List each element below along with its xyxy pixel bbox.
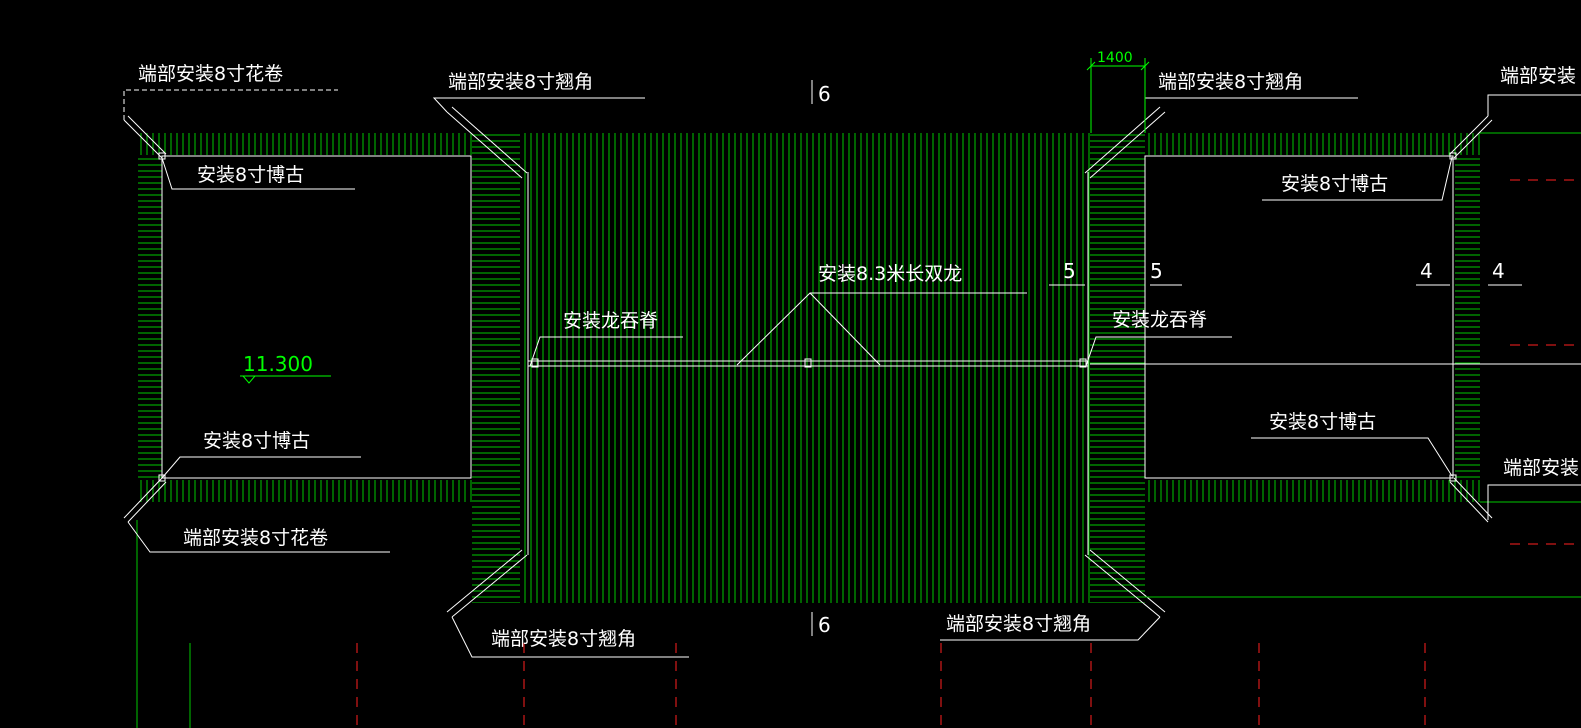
section-mark-6-bottom: 6 [818, 613, 831, 637]
label-right-longtunji: 安装龙吞脊 [1112, 309, 1207, 331]
label-top-far-right: 端部安装 [1500, 65, 1576, 87]
label-right-bogu-top: 安装8寸博古 [1281, 173, 1388, 195]
label-right-bogu-bottom: 安装8寸博古 [1269, 411, 1376, 433]
label-center-shuanglong: 安装8.3米长双龙 [818, 263, 962, 285]
label-right-far-bottom: 端部安装 [1503, 457, 1579, 479]
grid-axes [136, 179, 1581, 728]
label-left-bogu-bottom: 安装8寸博古 [203, 430, 310, 452]
elevation-label: 11.300 [243, 352, 313, 376]
section-mark-5-right: 5 [1150, 259, 1163, 283]
section-mark-5-left: 5 [1063, 259, 1076, 283]
leader-lines [123, 58, 1581, 658]
label-bottom-mid-qiaojiao: 端部安装8寸翘角 [491, 628, 636, 650]
label-bottom-right-qiaojiao: 端部安装8寸翘角 [946, 613, 1091, 635]
section-mark-4-left: 4 [1420, 259, 1433, 283]
section-mark-6-top: 6 [818, 82, 831, 106]
label-bottom-left-huajuan: 端部安装8寸花卷 [183, 527, 328, 549]
dimension-1400: 1400 [1097, 50, 1133, 66]
label-left-bogu-top: 安装8寸博古 [197, 164, 304, 186]
label-top-mid-qiaojiao: 端部安装8寸翘角 [448, 71, 593, 93]
section-mark-4-right: 4 [1492, 259, 1505, 283]
roof-outlines [123, 106, 1581, 618]
label-left-longtunji: 安装龙吞脊 [563, 310, 658, 332]
label-top-left-huajuan: 端部安装8寸花卷 [138, 63, 283, 85]
roof-hatching [138, 132, 1581, 603]
label-top-right-qiaojiao: 端部安装8寸翘角 [1158, 71, 1303, 93]
